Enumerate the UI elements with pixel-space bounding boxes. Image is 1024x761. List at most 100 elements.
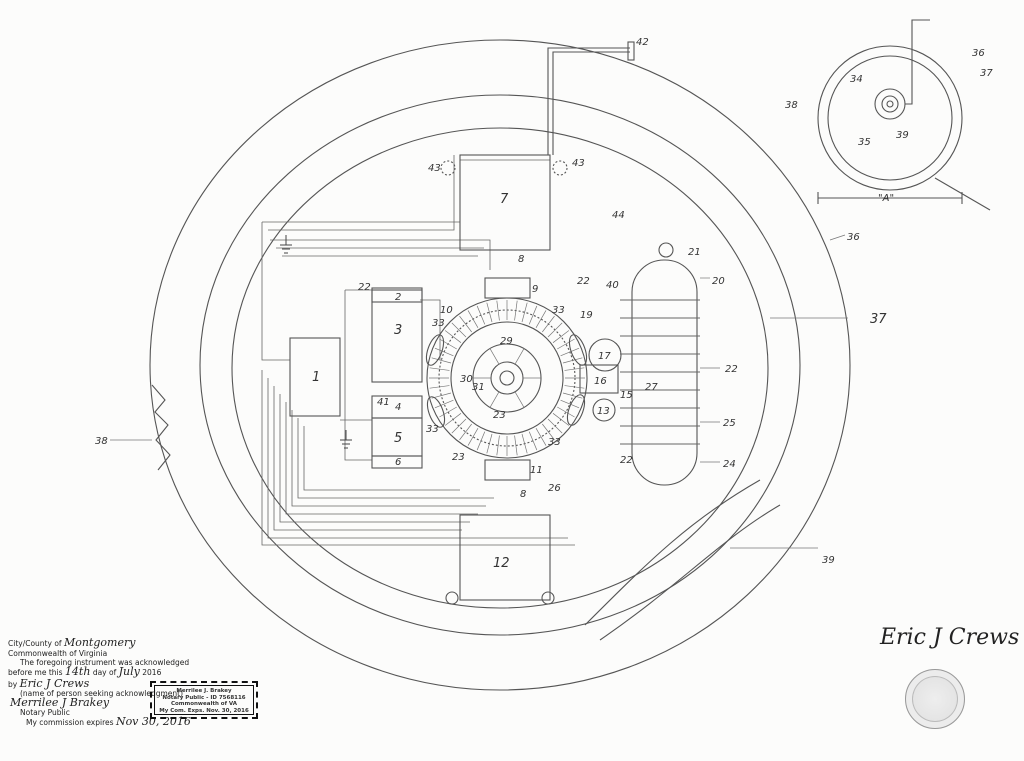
ack-line1: The foregoing instrument was acknowledge… xyxy=(20,658,190,667)
rotor-fin xyxy=(562,392,583,399)
rotor-fin xyxy=(459,315,472,333)
rotor-fin xyxy=(547,418,563,434)
rotor-fin xyxy=(542,315,555,333)
rotor-fin xyxy=(476,431,486,451)
label-15: 15 xyxy=(620,390,633,401)
label-17: 17 xyxy=(598,351,611,362)
label-9: 9 xyxy=(532,284,538,295)
notary-signature: Merrilee J Brakey xyxy=(10,696,110,709)
stamp-line4: My Com. Exps. Nov. 30, 2016 xyxy=(159,707,249,714)
rotor-fin xyxy=(552,413,570,426)
cutaway-38 xyxy=(151,384,171,471)
rotor-fin xyxy=(528,305,538,325)
cutaway-39 xyxy=(584,479,781,641)
commission-value: Nov 30, 2016 xyxy=(115,715,191,728)
rotor-fin xyxy=(562,357,583,364)
rotor-fin xyxy=(429,385,450,389)
label-29: 29 xyxy=(500,336,513,347)
rotor-fin xyxy=(434,399,454,409)
label-39-main: 39 xyxy=(822,555,835,566)
embossed-seal xyxy=(905,669,965,729)
city-county-value: Montgomery xyxy=(63,636,136,649)
detail-label-39: 39 xyxy=(896,130,909,141)
label-33-top-left: 33 xyxy=(432,318,445,329)
ack-day: 14th xyxy=(64,665,91,678)
label-10: 10 xyxy=(440,305,453,316)
rotor-fin xyxy=(557,338,575,350)
rotor-fin xyxy=(486,302,493,323)
label-36-main: 36 xyxy=(847,232,860,243)
rotor-fin xyxy=(564,367,585,371)
mount-43-right xyxy=(552,160,568,176)
component-2 xyxy=(371,287,423,303)
label-2: 2 xyxy=(395,292,401,303)
component-17 xyxy=(588,338,622,372)
ack-before: before me this xyxy=(8,668,63,677)
label-41: 41 xyxy=(377,397,390,408)
rotor-fin xyxy=(560,399,580,409)
label-19: 19 xyxy=(580,310,593,321)
inner-ring xyxy=(199,94,801,636)
component-1 xyxy=(289,337,341,417)
label-23-bottom: 23 xyxy=(452,452,465,463)
state-line: Commonwealth of Virginia xyxy=(8,649,108,658)
label-12: 12 xyxy=(493,556,510,571)
label-4: 4 xyxy=(395,402,401,413)
inventor-signature: Eric J Crews xyxy=(880,625,1020,650)
city-county-label: City/County of xyxy=(8,639,62,648)
ground-symbols xyxy=(280,235,352,449)
detail-label-35: 35 xyxy=(858,137,871,148)
rotor-fin xyxy=(542,423,555,441)
rotor-fin xyxy=(564,385,585,389)
label-30: 30 xyxy=(460,374,473,385)
label-33-bottom-left: 33 xyxy=(426,424,439,435)
label-25: 25 xyxy=(723,418,736,429)
label-13: 13 xyxy=(597,406,610,417)
label-33-bottom-right: 33 xyxy=(548,437,561,448)
detail-label-37: 37 xyxy=(980,68,993,79)
pipe-42 xyxy=(547,47,630,155)
component-3 xyxy=(371,289,423,383)
rotor-fin xyxy=(444,330,462,343)
rotor-fin xyxy=(467,428,479,446)
rotor-fin xyxy=(496,300,500,321)
component-13 xyxy=(592,398,616,422)
rotor-fin xyxy=(528,431,538,451)
rotor-spoke xyxy=(514,348,525,365)
rotor-fin xyxy=(521,433,528,454)
component-16 xyxy=(579,364,619,394)
label-5: 5 xyxy=(394,431,402,446)
label-20: 20 xyxy=(712,276,725,287)
rotor-fin xyxy=(547,322,563,338)
rotor-fin xyxy=(535,310,547,328)
rotor-fin xyxy=(486,433,493,454)
rotor-fin xyxy=(467,310,479,328)
label-21: 21 xyxy=(688,247,701,258)
rotor-fin xyxy=(514,300,518,321)
label-38-main: 38 xyxy=(95,436,108,447)
heating-coil xyxy=(620,299,700,445)
component-9 xyxy=(484,277,531,299)
label-31: 31 xyxy=(472,382,485,393)
label-11: 11 xyxy=(530,465,543,476)
component-12 xyxy=(459,514,551,601)
rotor-fin xyxy=(496,435,500,456)
stamp-line2: Notary Public - ID 7568116 xyxy=(162,694,246,701)
rotor-spoke xyxy=(489,348,500,365)
rotor-fin xyxy=(434,347,454,357)
label-42: 42 xyxy=(636,37,649,48)
ack-month: July xyxy=(118,665,140,678)
rotor-fin xyxy=(514,435,518,456)
label-26: 26 xyxy=(548,483,561,494)
label-7: 7 xyxy=(500,192,509,207)
mount-43-left xyxy=(440,160,456,176)
label-27: 27 xyxy=(645,382,658,393)
notary-block: City/County of Montgomery Commonwealth o… xyxy=(8,636,278,753)
rotor-fin xyxy=(521,302,528,323)
rotor-fin xyxy=(451,418,467,434)
detail-view xyxy=(817,19,991,211)
rotor-fin xyxy=(459,423,472,441)
ack-year: 2016 xyxy=(142,668,162,677)
rotor-fin xyxy=(476,305,486,325)
